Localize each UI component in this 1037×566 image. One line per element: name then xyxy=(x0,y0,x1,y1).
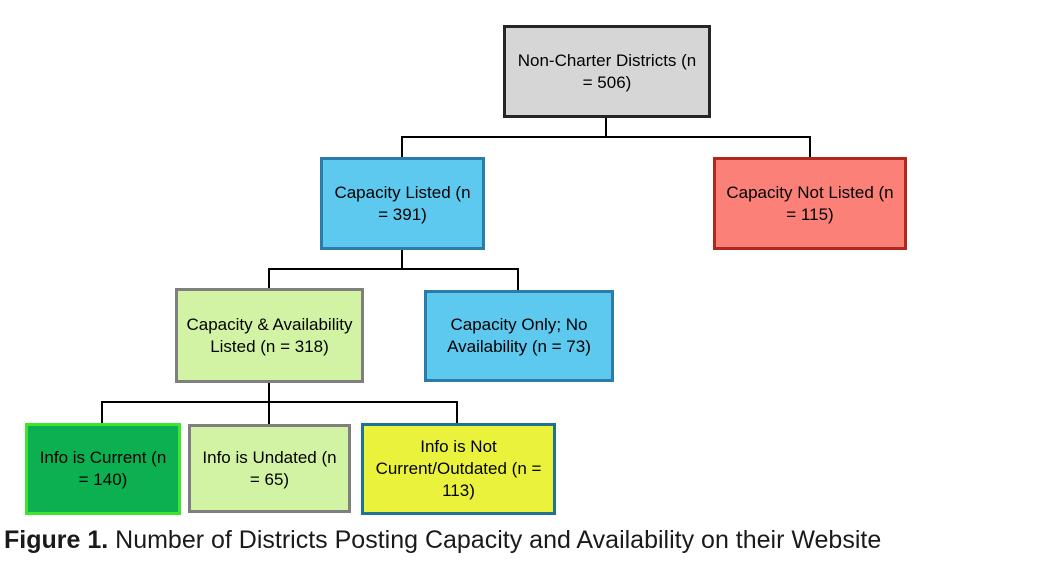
node-label: Capacity Not Listed (n = 115) xyxy=(726,182,894,224)
connector-capacity-availability-down xyxy=(268,383,270,403)
connector-to-capacity-only xyxy=(517,268,519,290)
node-label: Non-Charter Districts (n = 506) xyxy=(517,50,697,92)
node-info-not-current-outdated: Info is Not Current/Outdated (n = 113) xyxy=(361,423,556,515)
node-capacity-availability-listed: Capacity & Availability Listed (n = 318) xyxy=(175,288,364,383)
connector-to-capacity-availability xyxy=(268,268,270,288)
node-info-current: Info is Current (n = 140) xyxy=(25,423,181,515)
connector-to-info-current xyxy=(101,401,103,423)
connector-level1-horizontal xyxy=(401,136,811,138)
connector-capacity-listed-down xyxy=(401,250,403,270)
node-label: Info is Undated (n = 65) xyxy=(202,447,337,489)
node-capacity-not-listed: Capacity Not Listed (n = 115) xyxy=(713,157,907,250)
connector-to-info-undated xyxy=(268,401,270,424)
node-non-charter-districts: Non-Charter Districts (n = 506) xyxy=(503,25,711,118)
connector-to-info-outdated xyxy=(456,401,458,423)
node-capacity-listed: Capacity Listed (n = 391) xyxy=(320,157,485,250)
node-label: Capacity Only; No Availability (n = 73) xyxy=(447,315,591,356)
connector-to-capacity-listed xyxy=(401,136,403,157)
connector-to-capacity-not-listed xyxy=(809,136,811,157)
connector-root-down xyxy=(605,118,607,138)
node-label: Info is Current (n = 140) xyxy=(39,448,167,489)
figure-caption-number: Figure 1. xyxy=(4,526,109,554)
node-label: Capacity Listed (n = 391) xyxy=(334,182,471,224)
connector-level2-horizontal xyxy=(268,268,519,270)
connector-level3-horizontal xyxy=(101,401,458,403)
node-info-undated: Info is Undated (n = 65) xyxy=(188,424,351,513)
node-capacity-only-no-availability: Capacity Only; No Availability (n = 73) xyxy=(424,290,614,382)
node-label: Capacity & Availability Listed (n = 318) xyxy=(186,314,353,356)
figure-caption: Figure 1. Number of Districts Posting Ca… xyxy=(4,526,881,555)
node-label: Info is Not Current/Outdated (n = 113) xyxy=(375,437,542,500)
figure-caption-text: Number of Districts Posting Capacity and… xyxy=(108,526,882,554)
